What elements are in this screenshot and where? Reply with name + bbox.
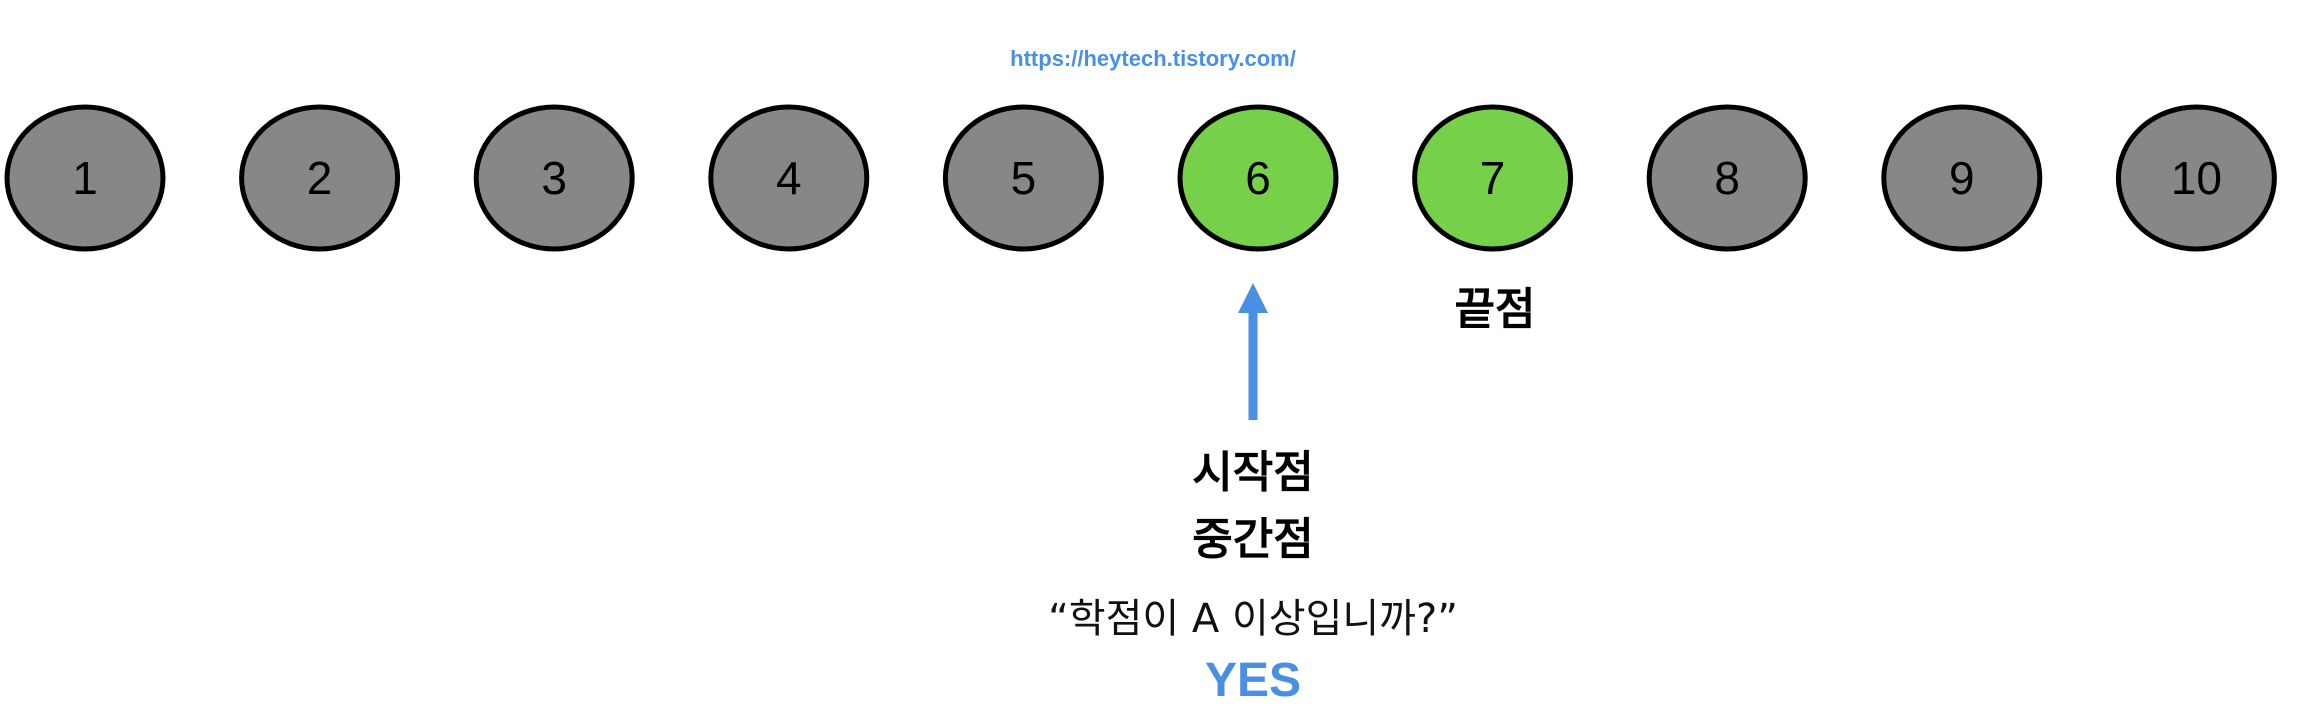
node-circle [2115,104,2277,252]
node-number: 6 [1245,152,1271,204]
node-8: 8 [1646,104,1808,252]
node-circle [708,104,870,252]
node-number: 7 [1480,152,1506,204]
node-circle [942,104,1104,252]
node-circle [1881,104,2043,252]
answer-yes: YES [1205,654,1301,707]
node-circle [473,104,635,252]
node-number: 1 [72,152,98,204]
node-number: 2 [307,152,333,204]
middle-point-label: 중간점 [1192,514,1313,565]
source-url: https://heytech.tistory.com/ [1010,46,1296,71]
node-circle [1412,104,1574,252]
node-number: 4 [776,152,802,204]
node-number: 5 [1011,152,1037,204]
end-point-label: 끝점 [1455,284,1536,335]
node-2: 2 [239,104,401,252]
node-number: 8 [1714,152,1740,204]
node-3: 3 [473,104,635,252]
node-circle [1177,104,1339,252]
node-circle [4,104,166,252]
node-circle [239,104,401,252]
node-number: 9 [1949,152,1975,204]
node-10: 10 [2115,104,2277,252]
node-circle [1646,104,1808,252]
node-number: 3 [541,152,567,204]
node-row: 1 2 3 4 5 6 7 8 9 10 [4,104,2277,252]
node-7: 7 [1412,104,1574,252]
node-4: 4 [708,104,870,252]
condition-question: “학점이 A 이상입니까?” [1048,596,1458,642]
node-number: 10 [2171,152,2222,204]
pointer-arrow-icon [1238,283,1268,420]
node-9: 9 [1881,104,2043,252]
node-1: 1 [4,104,166,252]
node-6: 6 [1177,104,1339,252]
node-5: 5 [942,104,1104,252]
start-point-label: 시작점 [1192,447,1313,498]
